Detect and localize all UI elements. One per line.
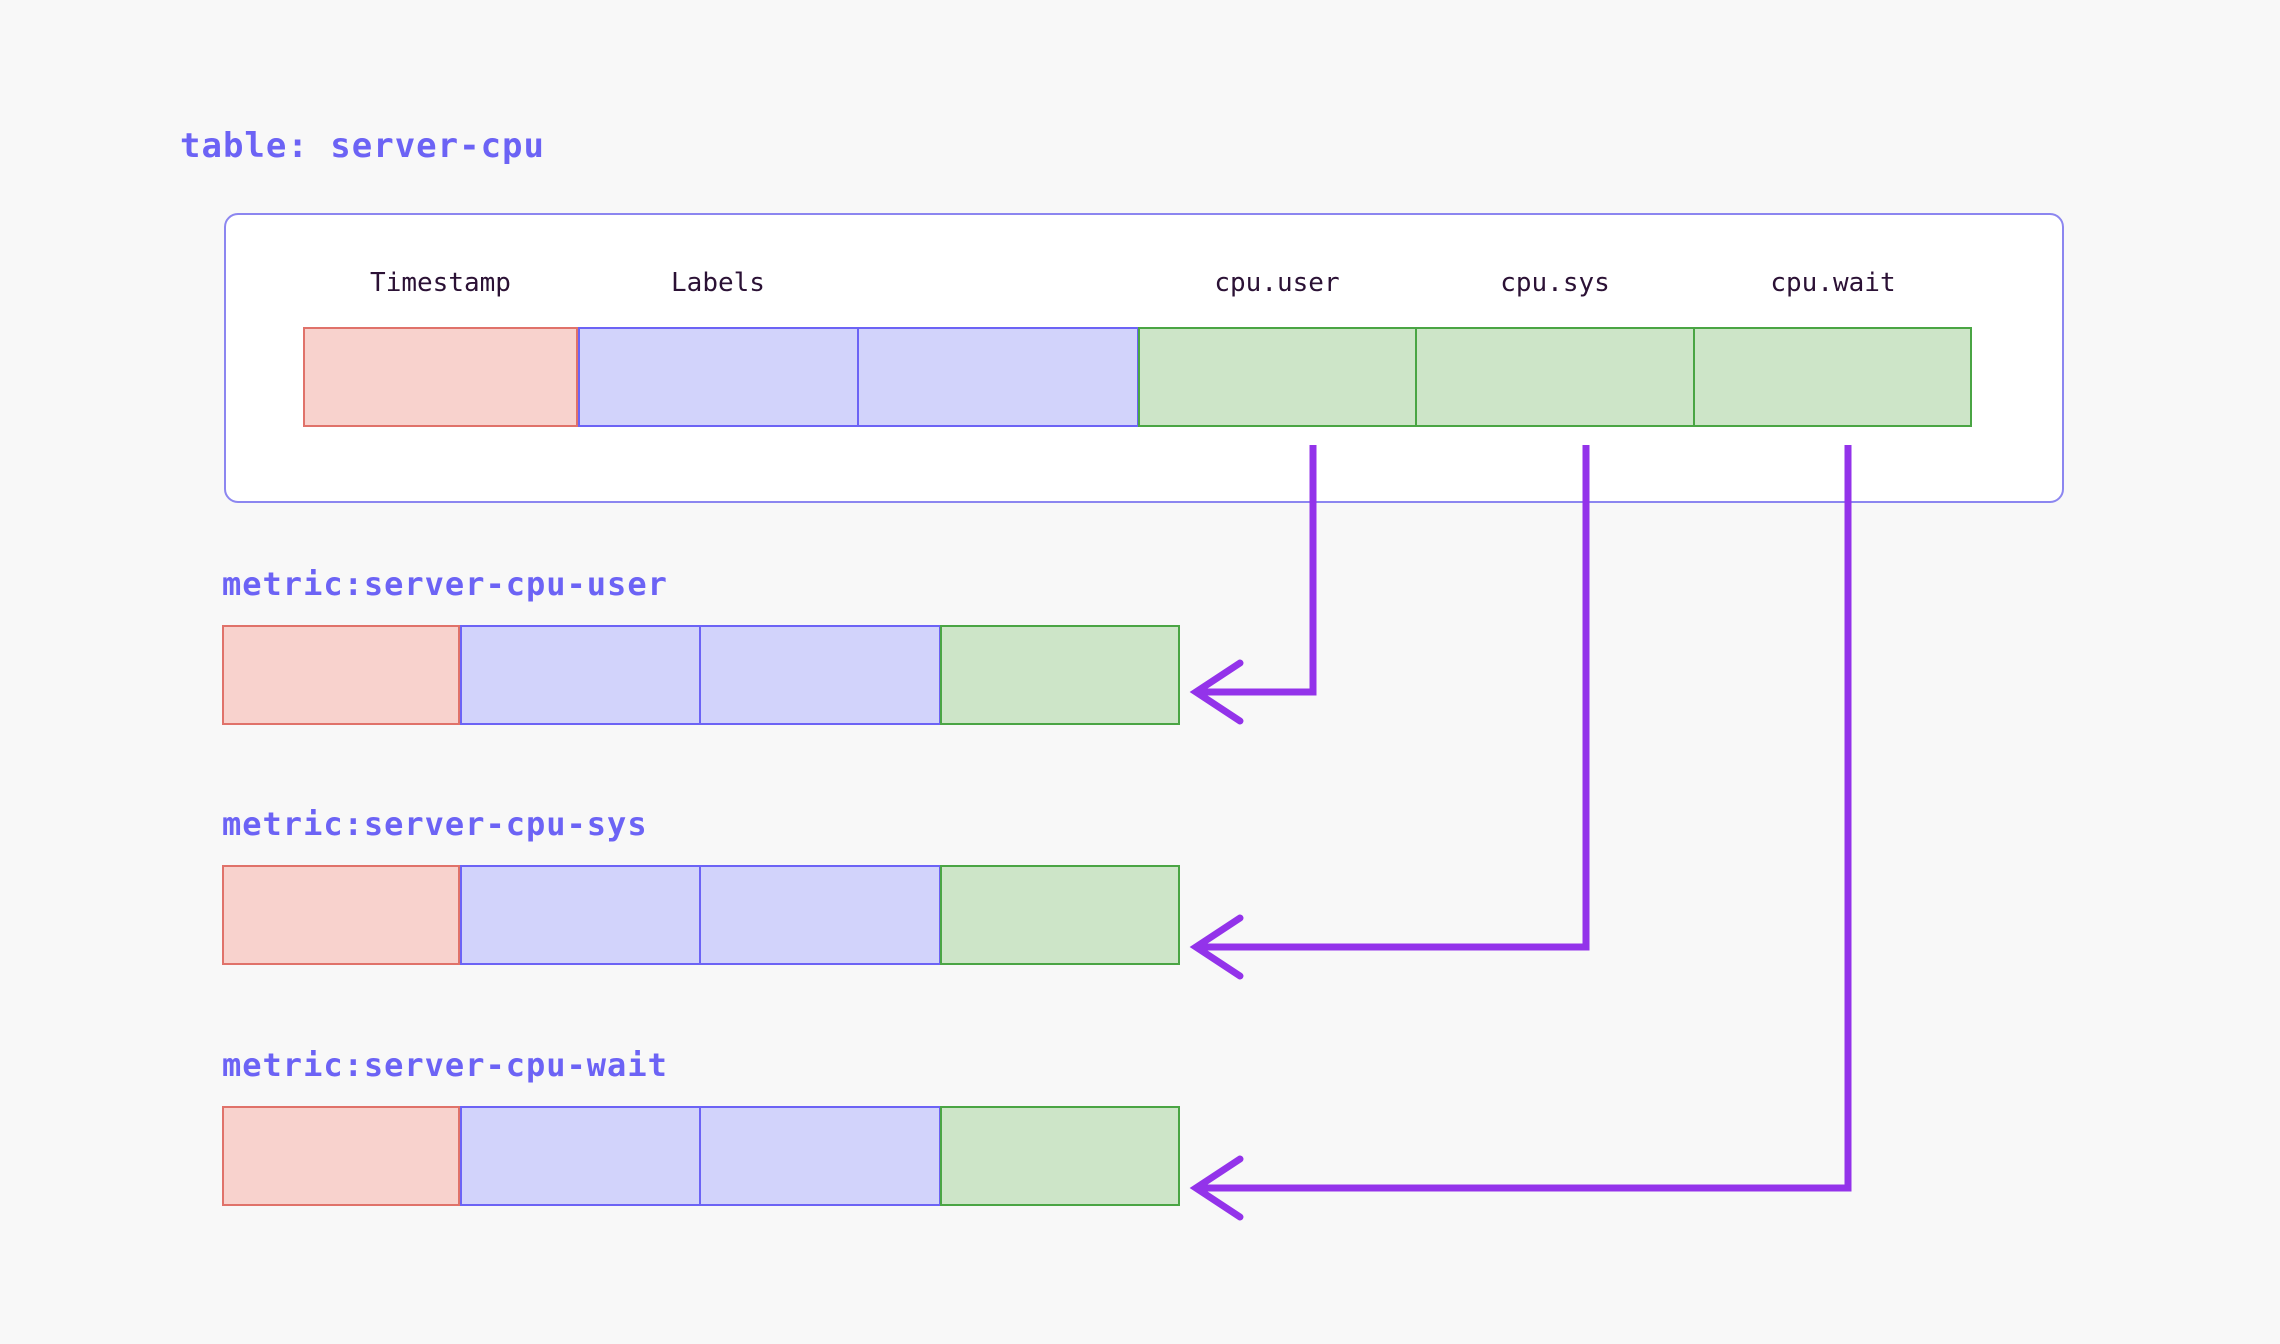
metric-cell-labels-1 [460,1106,700,1206]
connector-cpu-sys [1196,445,1590,951]
table-header-row: Timestamp Labels cpu.user cpu.sys cpu.wa… [226,261,2062,305]
metric-block-server-cpu-user: metric:server-cpu-user [222,565,1180,725]
table-cell-timestamp [303,327,578,427]
arrowhead-cpu-user [1189,659,1244,725]
column-header-timestamp: Timestamp [370,268,511,298]
metric-cell-timestamp [222,865,460,965]
metric-row-server-cpu-sys [222,865,1180,965]
metric-cell-labels-1 [460,865,700,965]
arrowhead-cpu-sys [1189,914,1244,980]
table-card: Timestamp Labels cpu.user cpu.sys cpu.wa… [224,213,2064,503]
table-title: table: server-cpu [180,126,545,166]
header-spacer [226,261,303,305]
table-cell-labels-1 [578,327,858,427]
metric-cell-labels-2 [700,865,940,965]
column-header-cpu-sys: cpu.sys [1500,268,1610,298]
table-data-row [303,327,1972,427]
metric-cell-value [940,1106,1180,1206]
metric-row-server-cpu-wait [222,1106,1180,1206]
metric-title-server-cpu-wait: metric:server-cpu-wait [222,1046,668,1084]
metric-cell-timestamp [222,1106,460,1206]
table-cell-labels-2 [858,327,1138,427]
metric-block-server-cpu-wait: metric:server-cpu-wait [222,1046,1180,1206]
table-cell-cpu-wait [1694,327,1972,427]
metric-cell-labels-1 [460,625,700,725]
metric-title-server-cpu-user: metric:server-cpu-user [222,565,668,603]
metric-cell-value [940,865,1180,965]
metric-cell-labels-2 [700,1106,940,1206]
table-cell-cpu-user [1138,327,1416,427]
metric-cell-labels-2 [700,625,940,725]
metric-title-server-cpu-sys: metric:server-cpu-sys [222,805,648,843]
metric-cell-value [940,625,1180,725]
metric-row-server-cpu-user [222,625,1180,725]
column-header-labels: Labels [671,268,765,298]
table-cell-cpu-sys [1416,327,1694,427]
arrowhead-cpu-wait [1189,1155,1244,1221]
column-header-cpu-wait: cpu.wait [1770,268,1896,298]
metric-cell-timestamp [222,625,460,725]
metric-block-server-cpu-sys: metric:server-cpu-sys [222,805,1180,965]
column-header-cpu-user: cpu.user [1214,268,1340,298]
connector-cpu-wait [1196,445,1852,1192]
column-header-labels-2 [858,261,1138,305]
